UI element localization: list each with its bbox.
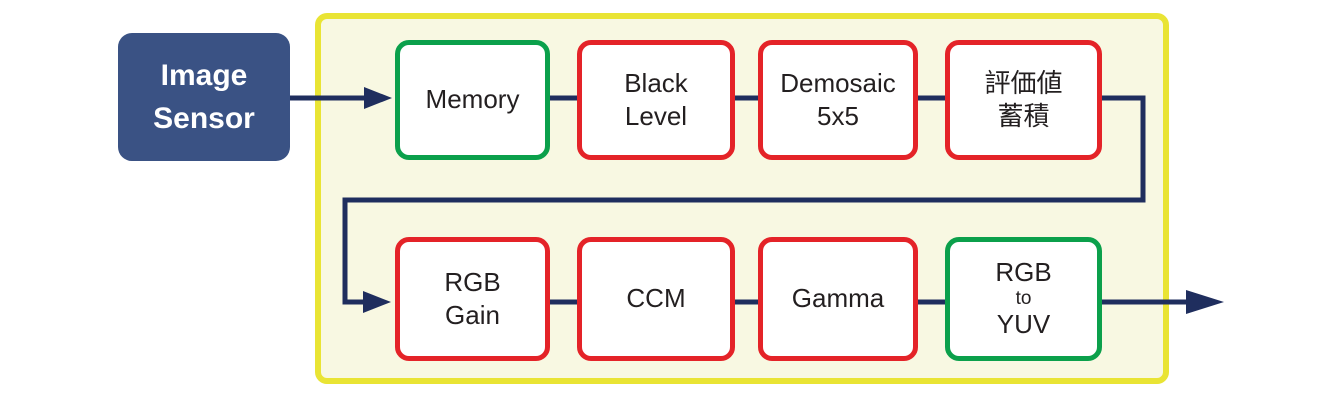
block-gamma: Gamma xyxy=(758,237,918,361)
ccm-label: CCM xyxy=(626,283,686,314)
arrowhead-output xyxy=(1186,290,1224,314)
rgb-to-yuv-label-bottom: YUV xyxy=(996,309,1051,340)
memory-label: Memory xyxy=(425,84,520,115)
black-level-label: Black Level xyxy=(624,67,688,131)
gamma-label: Gamma xyxy=(791,283,885,314)
rgb-gain-label: RGB Gain xyxy=(444,266,501,330)
demosaic-label: Demosaic 5x5 xyxy=(780,67,896,131)
block-demosaic-5x5: Demosaic 5x5 xyxy=(758,40,918,160)
block-memory: Memory xyxy=(395,40,550,160)
arrowhead-into-memory xyxy=(364,87,392,109)
image-sensor-block: Image Sensor xyxy=(118,33,290,161)
image-sensor-label: Image Sensor xyxy=(153,58,255,136)
block-rgb-to-yuv: RGB to YUV xyxy=(945,237,1102,361)
block-evaluation-value-accumulation: 評価値 蓄積 xyxy=(945,40,1102,160)
arrowhead-into-rgbgain xyxy=(363,291,391,313)
evaluation-accumulation-label: 評価値 蓄積 xyxy=(984,67,1063,131)
wire-evalaccum-to-rgbgain xyxy=(342,95,1146,305)
block-rgb-gain: RGB Gain xyxy=(395,237,550,361)
block-black-level: Black Level xyxy=(577,40,735,160)
block-ccm: CCM xyxy=(577,237,735,361)
rgb-to-yuv-label-top: RGB xyxy=(995,257,1052,288)
rgb-to-yuv-label-mid: to xyxy=(1015,287,1032,309)
